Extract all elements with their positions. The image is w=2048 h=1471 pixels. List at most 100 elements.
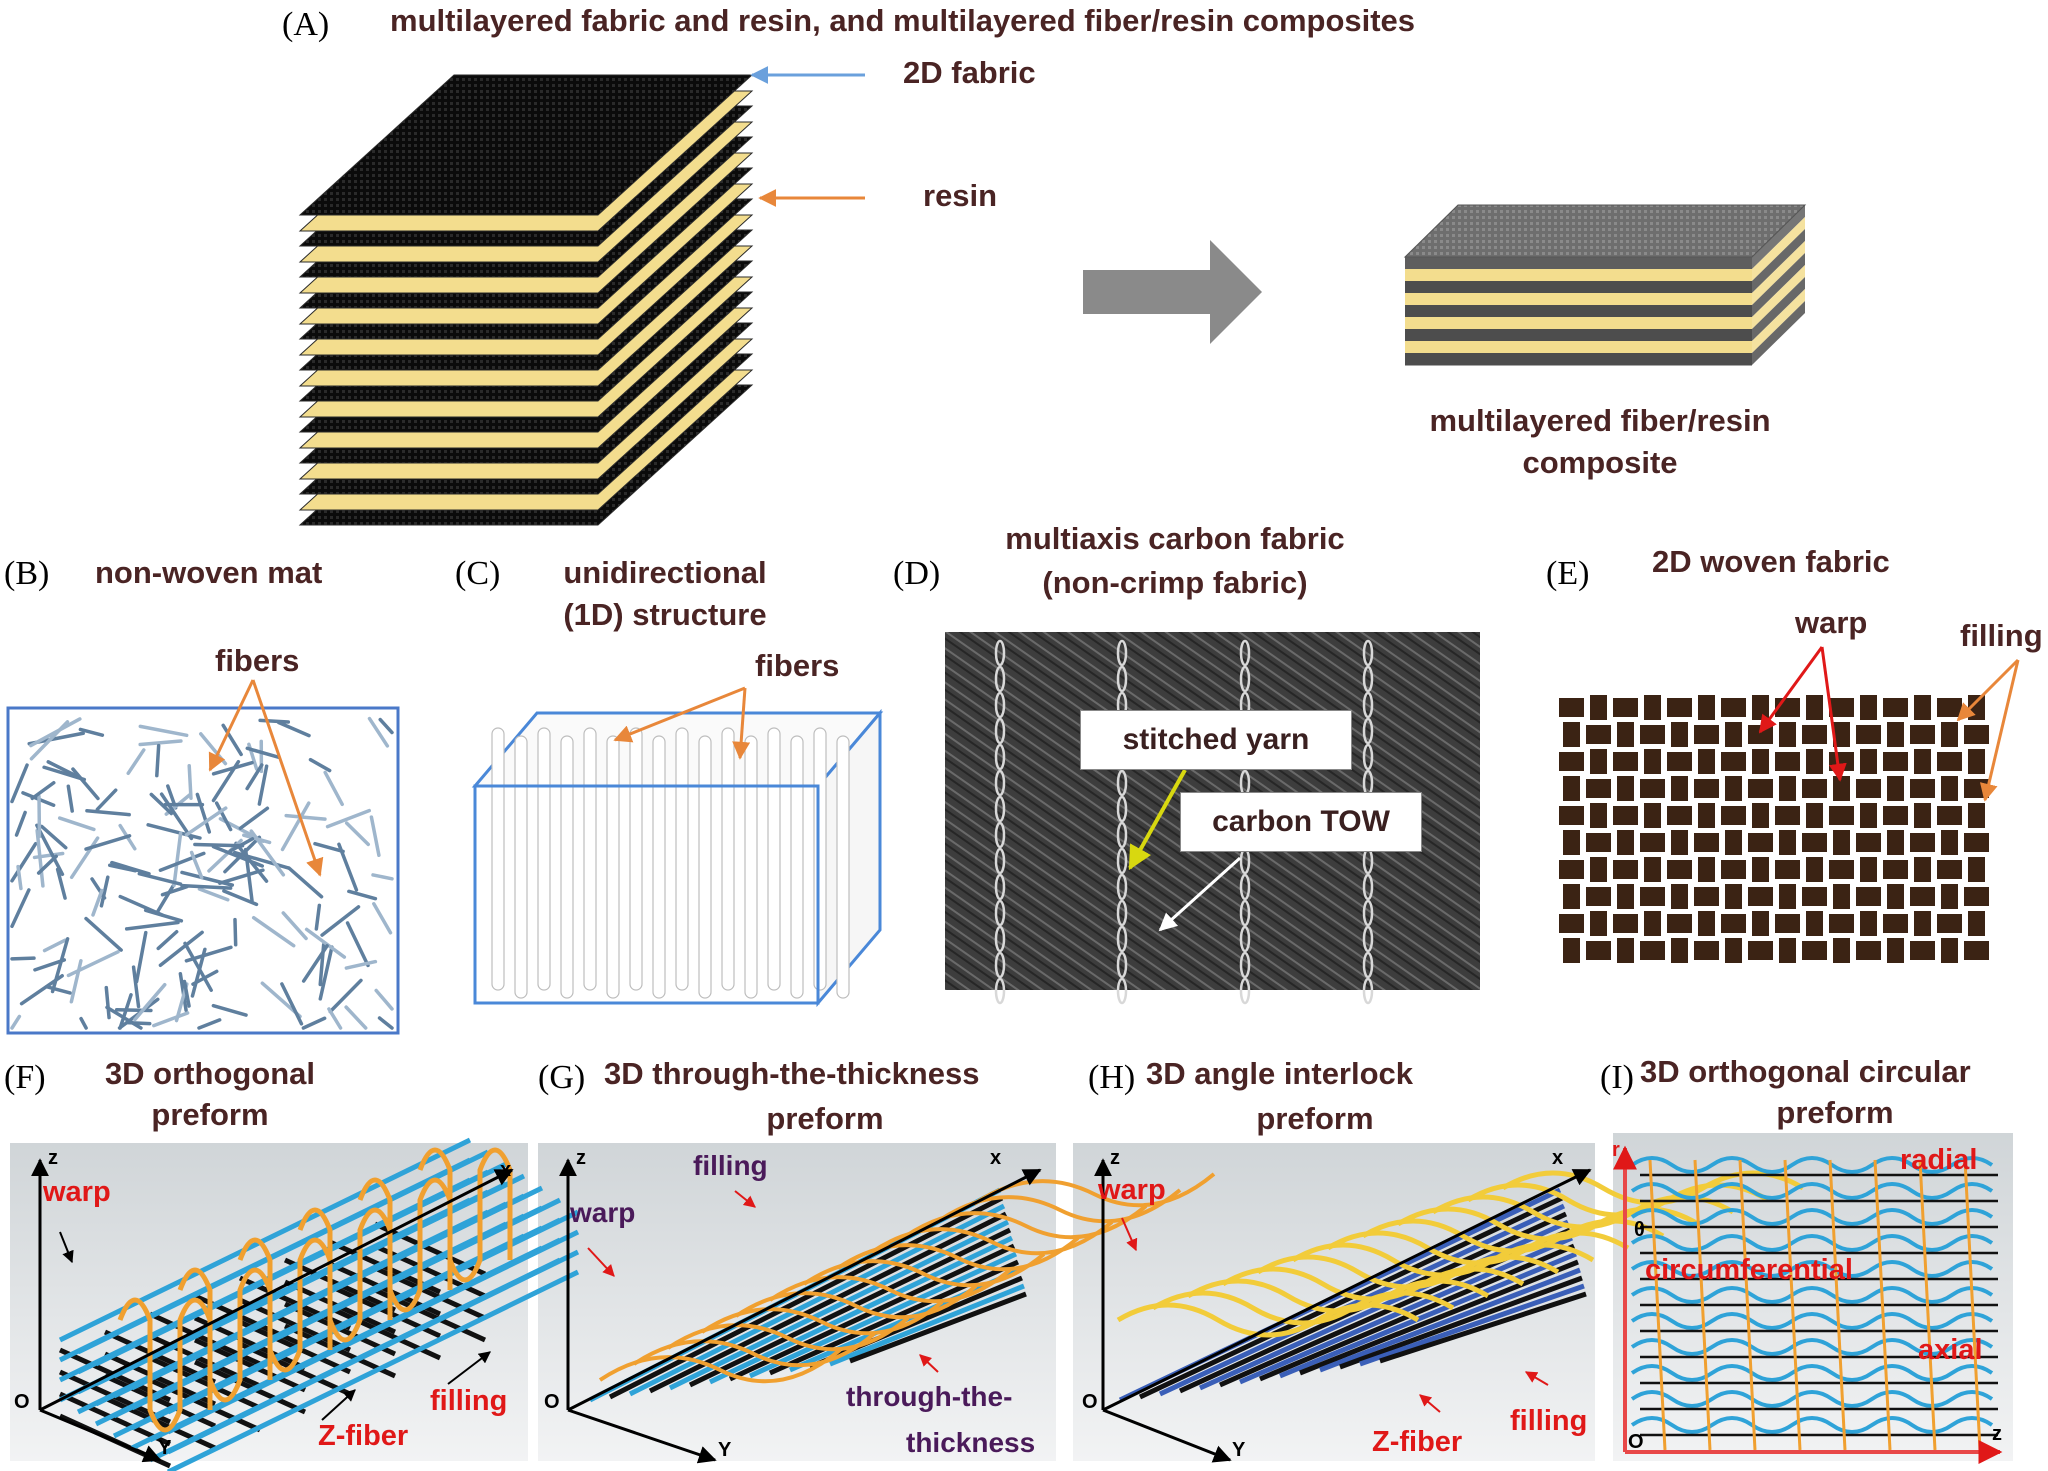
stitch: [1116, 665, 1128, 693]
fiber-rod: [606, 735, 620, 999]
warp-tow: [166, 1249, 580, 1455]
filling-yarn: [1802, 833, 1827, 852]
circumferential-tow: [1630, 1286, 1994, 1304]
warp-yarn: [1833, 884, 1850, 909]
filling-yarn: [1883, 806, 1908, 825]
fiber: [118, 993, 133, 1030]
filling-yarn: [1910, 779, 1935, 798]
unidirectional-cube: [471, 708, 884, 1008]
stitch: [994, 691, 1006, 719]
panel-f-title-line2: preform: [151, 1097, 269, 1132]
fiber: [221, 723, 243, 757]
warp-yarn: [1941, 830, 1958, 855]
fiber: [14, 810, 27, 837]
fiber-rod: [514, 735, 528, 999]
fiber: [184, 945, 233, 963]
warp-yarn: [1887, 776, 1904, 801]
warp-yarn: [1914, 803, 1931, 828]
filling-yarn: [1667, 860, 1692, 879]
fiber: [371, 873, 394, 881]
filling-yarn: [1910, 887, 1935, 906]
fiber: [138, 724, 189, 738]
fiber: [19, 974, 64, 1006]
axis-y-g: Y: [718, 1439, 732, 1461]
fiber: [378, 717, 394, 735]
filling-yarn: [1883, 752, 1908, 771]
composite-band-side: [1752, 229, 1805, 293]
fiber: [304, 927, 347, 959]
filling-arrow-2: [1979, 659, 2020, 802]
warp-tow: [849, 1291, 1027, 1364]
stitch: [1362, 665, 1374, 693]
filling-yarn: [1667, 698, 1692, 717]
warp-yarn: [1860, 857, 1877, 882]
angle-interlock-tow: [1466, 1182, 1770, 1218]
filling-label-g: filling: [693, 1150, 768, 1181]
warp-tow: [1239, 1235, 1573, 1385]
warp-tow: [648, 1211, 1008, 1394]
fiber-rod: [836, 735, 850, 999]
fiber: [222, 889, 259, 907]
fiber: [301, 1016, 327, 1030]
filling-yarn: [1721, 914, 1746, 933]
axis-o-h: O: [1082, 1391, 1098, 1413]
fiber: [124, 920, 180, 931]
filling-yarn: [1559, 914, 1584, 933]
filling-yarn: [1721, 752, 1746, 771]
axis-x-g: x: [990, 1147, 1002, 1169]
stitch: [994, 951, 1006, 979]
filling-yarn: [1559, 752, 1584, 771]
fiber: [42, 765, 87, 782]
fiber: [189, 850, 204, 880]
warp-tow: [1259, 1243, 1575, 1382]
panel-d-title-line1: multiaxis carbon fabric: [1005, 521, 1345, 556]
filling-arrow-1: [1956, 658, 2020, 722]
fiber: [39, 824, 68, 850]
filling-yarn: [1667, 806, 1692, 825]
fiber: [344, 959, 378, 970]
fiber: [301, 944, 329, 983]
warp-yarn: [1941, 722, 1958, 747]
fiber: [57, 816, 96, 832]
filling-yarn: [1694, 941, 1719, 960]
warp-yarn: [1671, 776, 1688, 801]
filling-yarn: [1640, 941, 1665, 960]
warp-tow: [166, 1229, 580, 1435]
fiber: [320, 905, 361, 937]
warp-label-h: warp: [1098, 1174, 1166, 1206]
fiber: [66, 784, 74, 813]
fiber: [10, 841, 38, 883]
fiber-rod: [491, 727, 505, 991]
stitch: [1362, 717, 1374, 745]
warp-yarn: [1833, 722, 1850, 747]
stitch: [994, 717, 1006, 745]
fiber: [180, 883, 233, 890]
z-fiber: [177, 1267, 273, 1403]
panel-f-title-line1: 3D orthogonal: [104, 1056, 316, 1091]
filling-yarn: [1964, 941, 1989, 960]
stitch: [1116, 899, 1128, 927]
fiber-arrow-2: [251, 679, 324, 877]
fiber: [280, 801, 311, 852]
nonwoven-mat: [6, 706, 400, 1035]
warp-yarn: [1644, 857, 1661, 882]
fiber: [367, 716, 390, 748]
fiber: [257, 764, 269, 806]
warp-yarn: [1860, 911, 1877, 936]
axis-o-g: O: [544, 1391, 560, 1413]
filling-yarn: [1613, 698, 1638, 717]
panel-label-f: (F): [4, 1059, 46, 1096]
warp-yarn: [1752, 749, 1769, 774]
axes-i: [1613, 1145, 2003, 1464]
warp-yarn: [1725, 722, 1742, 747]
fiber: [345, 921, 370, 968]
warp-tow: [130, 1185, 544, 1391]
filling-yarn: [1883, 698, 1908, 717]
filling-yarn: [1748, 725, 1773, 744]
filling-yarn: [1694, 725, 1719, 744]
warp-tow: [668, 1219, 1010, 1391]
stitch: [994, 639, 1006, 667]
composite-band-side: [1752, 205, 1805, 269]
radial-tow: [1873, 1159, 1892, 1451]
